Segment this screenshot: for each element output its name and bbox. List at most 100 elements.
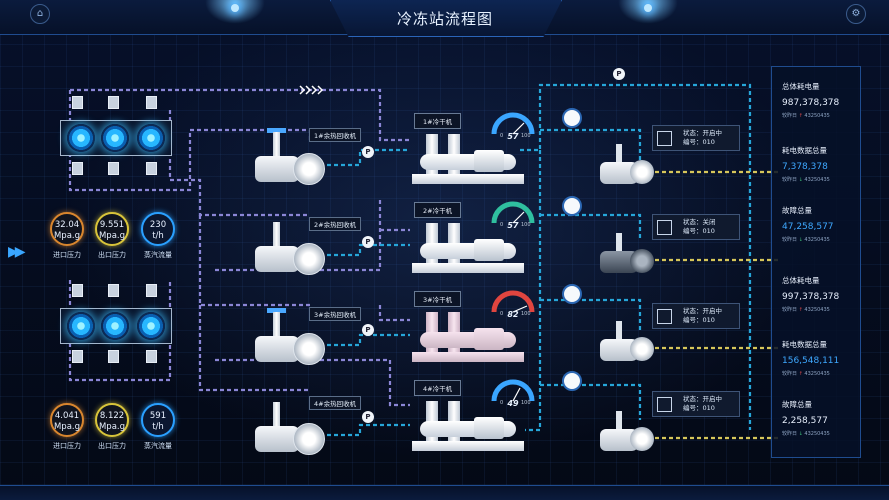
valve-icon — [72, 162, 83, 175]
flow-meter-icon[interactable] — [562, 196, 582, 216]
dial-gauge-icon: 0 100 — [491, 201, 535, 228]
status-card-2[interactable]: 状态：关闭编号：010 — [652, 214, 740, 240]
chiller-1[interactable] — [412, 128, 524, 188]
steam-flow-gauge[interactable]: 591 t/h — [141, 403, 175, 437]
stat-power-data-2[interactable]: 耗电数据总量 156,548,111 较昨日 ↑ 43250435 — [782, 339, 860, 377]
dial-arc — [491, 379, 535, 402]
chiller-base — [412, 441, 524, 451]
chiller-4[interactable] — [412, 395, 524, 455]
gauge-label: 蒸汽流量 — [144, 442, 172, 450]
gauge-unit: Mpa.g — [53, 231, 81, 241]
valve-icon — [108, 162, 119, 175]
status-card-3[interactable]: 状态：开启中编号：010 — [652, 303, 740, 329]
pump-body — [255, 336, 299, 362]
pipe-mid-cross — [215, 200, 382, 272]
pump-label: 1#余热回收机 — [309, 128, 362, 142]
pump-stem — [616, 233, 622, 251]
stat-total-power-2[interactable]: 总体耗电量 997,378,378 较昨日 ↑ 43250435 — [782, 275, 860, 313]
dial-arc — [491, 112, 535, 135]
stat-sub-value: 43250435 — [804, 113, 830, 119]
gauge-label: 蒸汽流量 — [144, 251, 172, 259]
stat-total-power-1[interactable]: 总体耗电量 987,378,378 较昨日 ↑ 43250435 — [782, 81, 860, 119]
heat-recovery-pump-2[interactable] — [255, 222, 325, 280]
trend-down-icon: ↓ — [798, 237, 803, 243]
pump-head — [293, 153, 325, 185]
chiller-2[interactable] — [412, 217, 524, 277]
stat-sub-value: 43250435 — [804, 431, 830, 437]
stat-label: 总体耗电量 — [782, 82, 820, 91]
outlet-pressure-gauge[interactable]: 9.551 Mpa.g — [95, 212, 129, 246]
valve-icon — [72, 350, 83, 363]
pressure-sensor-icon[interactable]: P — [613, 68, 625, 80]
stat-power-data-1[interactable]: 耗电数据总量 7,378,378 较昨日 ↓ 43250435 — [782, 145, 860, 183]
settings-icon[interactable]: ⚙ — [846, 4, 866, 24]
chiller-base — [412, 263, 524, 273]
flow-meter-icon[interactable] — [562, 108, 582, 128]
chiller-motor — [474, 150, 504, 172]
stat-label: 故障总量 — [782, 400, 812, 409]
stat-label: 总体耗电量 — [782, 276, 820, 285]
heat-recovery-pump-4[interactable] — [255, 402, 325, 460]
heat-recovery-pump-1[interactable] — [255, 128, 325, 190]
steam-flow-gauge[interactable]: 230 t/h — [141, 212, 175, 246]
dial-arc — [491, 201, 535, 224]
code-text: 编号：010 — [683, 226, 715, 235]
status-card-4[interactable]: 状态：开启中编号：010 — [652, 391, 740, 417]
pressure-sensor-icon[interactable]: P — [362, 146, 374, 158]
pump-body — [255, 426, 299, 452]
output-pump-2[interactable] — [600, 233, 654, 279]
pipe-loop-d — [198, 305, 310, 392]
status-card-1[interactable]: 状态：开启中编号：010 — [652, 125, 740, 151]
valve-handle-icon — [267, 128, 286, 133]
chiller-label: 1#冷干机 — [414, 113, 462, 129]
output-pump-1[interactable] — [600, 144, 654, 190]
document-icon — [657, 309, 672, 324]
output-pump-3[interactable] — [600, 321, 654, 367]
stat-sub-label: 较昨日 — [782, 113, 798, 119]
lamp-dot-right — [644, 4, 652, 12]
gauge-label: 进口压力 — [53, 251, 81, 259]
stat-faults-1[interactable]: 故障总量 47,258,577 较昨日 ↓ 43250435 — [782, 205, 860, 243]
inlet-pressure-gauge[interactable]: 4.041 Mpa.g — [50, 403, 84, 437]
gauge-value: 591 — [149, 411, 167, 421]
home-icon[interactable]: ⌂ — [30, 4, 50, 24]
pump-head — [293, 333, 325, 365]
stat-sub-label: 较昨日 — [782, 371, 798, 377]
dial-max: 100 — [521, 133, 531, 138]
pipe-loop-c — [198, 215, 310, 307]
stat-faults-2[interactable]: 故障总量 2,258,577 较昨日 ↓ 43250435 — [782, 399, 860, 437]
heat-recovery-pump-3[interactable] — [255, 308, 325, 370]
gauge-unit: Mpa.g — [53, 422, 81, 432]
pump-stem — [273, 222, 280, 246]
outlet-pressure-gauge[interactable]: 8.122 Mpa.g — [95, 403, 129, 437]
pump-body — [600, 251, 638, 273]
pipe-mid-ch3 — [378, 305, 410, 322]
stat-value: 2,258,577 — [782, 416, 828, 426]
flow-meter-icon[interactable] — [562, 284, 582, 304]
pressure-sensor-icon[interactable]: P — [362, 324, 374, 336]
stat-sub-value: 43250435 — [804, 177, 830, 183]
status-text: 状态：关闭 — [683, 218, 716, 226]
stat-sub-label: 较昨日 — [782, 431, 798, 437]
stat-sub-label: 较昨日 — [782, 237, 798, 243]
pipe-p2 — [320, 243, 410, 257]
pipe-out-4 — [540, 383, 642, 420]
dial-gauge-icon: 0 100 — [491, 112, 535, 139]
valve-icon — [72, 284, 83, 297]
fan-icon — [137, 312, 165, 340]
expand-arrow-icon[interactable]: ▶▶ — [8, 244, 25, 260]
stats-panel: 总体耗电量 987,378,378 较昨日 ↑ 43250435 耗电数据总量 … — [771, 66, 861, 458]
output-pump-4[interactable] — [600, 411, 654, 457]
valve-icon — [146, 284, 157, 297]
pressure-sensor-icon[interactable]: P — [362, 411, 374, 423]
dial-value: 57 — [507, 221, 519, 230]
gauge-value: 8.122 — [99, 411, 125, 421]
inlet-pressure-gauge[interactable]: 32.04 Mpa.g — [50, 212, 84, 246]
flow-meter-icon[interactable] — [562, 371, 582, 391]
pump-body — [255, 156, 299, 182]
chiller-motor — [474, 328, 504, 350]
document-icon — [657, 397, 672, 412]
document-icon — [657, 220, 672, 235]
pressure-sensor-icon[interactable]: P — [362, 236, 374, 248]
chiller-3[interactable] — [412, 306, 524, 366]
